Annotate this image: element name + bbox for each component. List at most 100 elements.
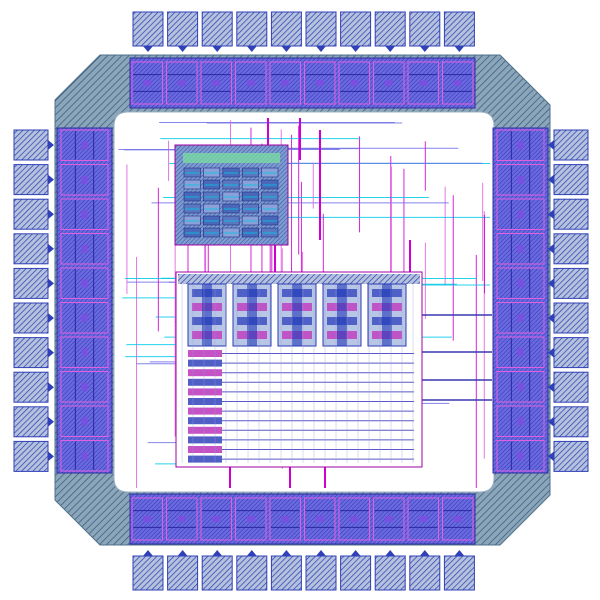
io-band-bottom-via [384, 516, 393, 522]
io-band-left-via [81, 279, 88, 288]
logic-cell [183, 191, 201, 202]
logic-cell [183, 179, 201, 190]
io-band-bottom-cell [131, 497, 163, 541]
io-band-right-cell [496, 440, 545, 472]
logic-cell [203, 215, 221, 226]
logic-cell [203, 167, 221, 178]
io-band-left-via [81, 175, 88, 184]
bond-pad-right-7 [548, 337, 589, 369]
bond-pad-bottom-4-body [236, 555, 268, 591]
logic-cell [222, 179, 240, 190]
sram-decoder-row [188, 436, 222, 444]
logic-cell [241, 179, 259, 190]
bond-pad-top-6-body [305, 11, 337, 47]
bond-pad-left-3 [13, 198, 54, 230]
logic-cell [183, 215, 201, 226]
bond-pad-right-4-body [553, 233, 589, 265]
io-band-bottom-cell [373, 497, 405, 541]
bond-pad-left-5-lead [48, 278, 54, 289]
bond-pad-right-5-lead [548, 278, 554, 289]
bond-pad-right-3 [548, 198, 589, 230]
bond-pad-right-8 [548, 371, 589, 403]
io-band-left-base [56, 127, 113, 474]
sram-decoder-row [188, 407, 222, 415]
io-band-bottom-via [350, 516, 359, 522]
bond-pad-right-1-lead [548, 140, 554, 150]
io-band-top-cell [407, 61, 439, 105]
io-band-right-cell [496, 405, 545, 437]
io-band-right-base [492, 127, 549, 474]
io-band-right-cell [496, 198, 545, 230]
io-band-top [129, 57, 476, 109]
io-band-top-via [384, 80, 393, 86]
bond-pad-top-7 [340, 11, 372, 52]
bond-pads [13, 11, 589, 591]
bond-pad-top-2-body [167, 11, 199, 47]
io-band-right-via [517, 279, 524, 288]
logic-cell [183, 203, 201, 214]
bond-pad-right-8-body [553, 371, 589, 403]
io-band-bottom-via [177, 516, 186, 522]
bond-pad-bottom-9-body [409, 555, 441, 591]
io-band-bottom-cell [235, 497, 267, 541]
bond-pad-bottom-5-lead [281, 550, 292, 556]
bond-pad-right-5-body [553, 267, 589, 299]
bond-pad-bottom-8 [374, 550, 406, 591]
io-band-right [492, 127, 549, 474]
io-band-top-cell [304, 61, 336, 105]
io-band-bottom-via [212, 516, 221, 522]
sram-decoder-row [188, 417, 222, 425]
bond-pad-top-5 [270, 11, 302, 52]
bond-pad-left-7-body [13, 337, 49, 369]
logic-cell [222, 227, 240, 238]
io-band-bottom [129, 493, 476, 545]
logic-cell [261, 167, 279, 178]
sram-decoder-row [188, 446, 222, 453]
bond-pad-top-1-body [132, 11, 164, 47]
bond-pad-top-6-lead [316, 46, 326, 52]
bond-pad-top-3-body [201, 11, 233, 47]
bond-pad-top-10-body [443, 11, 475, 47]
io-band-bottom-via [315, 516, 324, 522]
bond-pad-left-3-body [13, 198, 49, 230]
logic-cell [203, 179, 221, 190]
bond-pad-top-4-body [236, 11, 268, 47]
io-band-left-cell [60, 371, 109, 403]
bond-pad-left-5-body [13, 267, 49, 299]
io-band-bottom-cell [442, 497, 474, 541]
logic-cell [241, 215, 259, 226]
bond-pad-left-4-lead [48, 243, 54, 254]
bond-pad-left-4 [13, 233, 54, 265]
bond-pad-left-10-lead [48, 451, 54, 462]
io-band-right-cell [496, 267, 545, 299]
bond-pad-right-3-lead [548, 209, 554, 220]
bond-pad-top-5-lead [281, 46, 292, 52]
io-band-top-cell [269, 61, 301, 105]
bond-pad-left-1-body [13, 129, 49, 161]
bond-pad-bottom-10 [443, 550, 475, 591]
bond-pad-bottom-9 [409, 550, 441, 591]
logic-cell [261, 191, 279, 202]
bond-pad-bottom-6-body [305, 555, 337, 591]
io-band-right-via [517, 210, 524, 219]
io-band-top-base [129, 57, 476, 109]
bond-pad-top-7-lead [350, 46, 361, 52]
bond-pad-left-10-body [13, 440, 49, 472]
bond-pad-right-2-body [553, 164, 589, 196]
bond-pad-bottom-1-body [132, 555, 164, 591]
bond-pad-right-4-lead [548, 243, 554, 254]
bond-pad-top-8 [374, 11, 406, 52]
io-band-left [56, 127, 113, 474]
logic-block-header-row [183, 153, 280, 163]
sram-bank-spine [247, 284, 257, 346]
bond-pad-top-4 [236, 11, 268, 52]
io-band-left-cell [60, 336, 109, 368]
bond-pad-bottom-1-lead [143, 550, 153, 556]
logic-block [174, 144, 289, 246]
bond-pad-top-9-body [409, 11, 441, 47]
io-band-top-cell [200, 61, 232, 105]
io-band-top-via [212, 80, 221, 86]
io-band-right-cell [496, 302, 545, 334]
io-band-top-cell [373, 61, 405, 105]
